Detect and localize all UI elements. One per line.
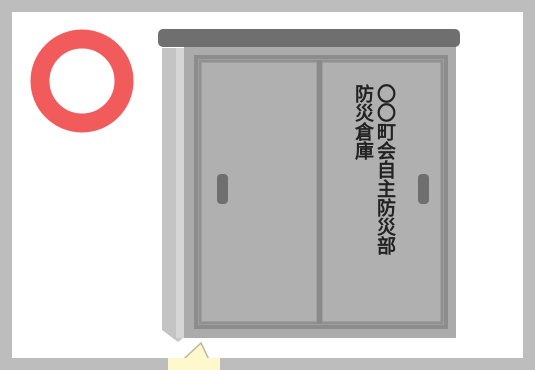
shed-side-highlight: [176, 48, 184, 338]
sign-line-disaster-storage: 防災倉庫: [352, 84, 374, 160]
speech-bubble-tail-cover: [168, 358, 220, 370]
door-divider: [317, 60, 322, 324]
sign-line-town-association: 〇〇町会自主防災部: [374, 84, 396, 255]
shed-roof: [158, 29, 460, 47]
left-door-handle[interactable]: [217, 174, 228, 204]
door-frame: [194, 55, 448, 329]
circle-mark-icon: [30, 29, 134, 133]
right-door-handle[interactable]: [418, 174, 429, 204]
